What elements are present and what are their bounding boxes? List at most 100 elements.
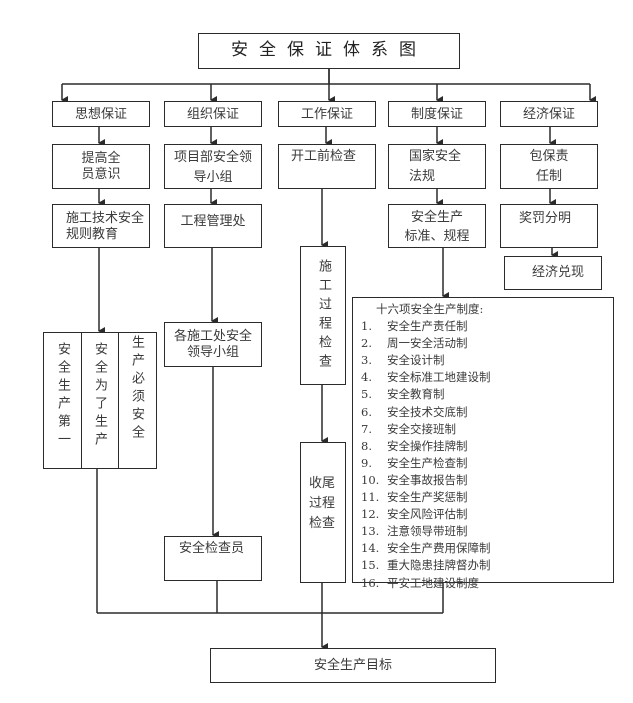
regulation-item: 15. 重大隐患挂牌督办制 xyxy=(361,557,491,574)
slogan-divider xyxy=(118,333,119,468)
regulation-number: 8. xyxy=(361,438,372,453)
regulation-number: 7. xyxy=(361,421,372,436)
box-unit-safety-group: 各施工处安全 领导小组 xyxy=(164,322,262,367)
regulation-number: 2. xyxy=(361,336,372,351)
header-organization-label: 组织保证 xyxy=(186,107,239,122)
box-national-regulations: 国家安全 法规 xyxy=(388,144,486,189)
box-safety-education: 施工技术安全 规则教育 xyxy=(52,204,150,248)
regulation-number: 14. xyxy=(361,541,380,556)
regulation-text: 周一安全活动制 xyxy=(387,336,468,351)
box-engineering-office: 工程管理处 xyxy=(164,204,262,248)
rewards-penalties-label: 奖罚分明 xyxy=(519,211,572,226)
regulation-item: 10. 安全事故报告制 xyxy=(361,472,491,489)
final-check-line2: 过程 xyxy=(309,496,336,511)
pre-start-check-label: 开工前检查 xyxy=(291,149,357,164)
header-system-label: 制度保证 xyxy=(410,107,463,122)
box-economic-fulfillment: 经济兑现 xyxy=(504,256,602,290)
regulation-item: 12.安全风险评估制 xyxy=(361,506,491,523)
national-regulations-line1: 国家安全 xyxy=(409,149,462,164)
regulation-text: 安全生产检查制 xyxy=(387,455,468,470)
raise-awareness-line1: 提高全 xyxy=(81,151,121,166)
regulation-number: 15. xyxy=(361,558,380,573)
slogan-divider xyxy=(81,333,82,468)
box-rewards-penalties: 奖罚分明 xyxy=(500,204,598,248)
regulation-text: 安全事故报告制 xyxy=(387,472,468,487)
engineering-office-label: 工程管理处 xyxy=(180,214,246,229)
safety-education-line2: 规则教育 xyxy=(66,227,119,242)
slogan-production-must-be-safe: 生产必须安全 xyxy=(129,335,144,443)
regulation-item: 6.安全技术交底制 xyxy=(361,404,491,421)
regulation-number: 1. xyxy=(361,319,372,334)
header-organization: 组织保证 xyxy=(164,101,262,127)
regulation-item: 4. 安全标准工地建设制 xyxy=(361,369,491,386)
regulation-text: 安全生产责任制 xyxy=(387,319,468,334)
regulations-list-title: 十六项安全生产制度: xyxy=(376,302,484,316)
box-sixteen-regulations: 十六项安全生产制度: 1. 安全生产责任制 2. 周一安全活动制 3. 安全设计制 4. 安全… xyxy=(352,297,614,590)
title-box: 安全保证体系图 xyxy=(198,33,460,69)
economic-fulfillment-label: 经济兑现 xyxy=(531,265,584,280)
national-regulations-line2: 法规 xyxy=(409,169,436,184)
header-thought-label: 思想保证 xyxy=(74,107,127,122)
regulation-text: 安全生产奖惩制 xyxy=(387,490,468,505)
regulation-item: 13.注意领导带班制 xyxy=(361,523,491,540)
project-safety-group-line1: 项目部安全领 xyxy=(173,150,252,165)
regulation-text: 重大隐患挂牌督办制 xyxy=(387,558,491,573)
box-construction-check: 施工过程检查 xyxy=(300,246,346,385)
box-pre-start-check: 开工前检查 xyxy=(278,144,376,189)
regulation-text: 安全生产费用保障制 xyxy=(387,541,491,556)
regulation-number: 6. xyxy=(361,404,372,419)
regulation-text: 安全交接班制 xyxy=(387,421,456,436)
regulation-number: 4. xyxy=(361,370,372,385)
safety-standards-line2: 标准、规程 xyxy=(404,229,470,244)
box-safety-goal: 安全生产目标 xyxy=(210,648,496,683)
regulation-item: 14. 安全生产费用保障制 xyxy=(361,540,491,557)
regulation-number: 3. xyxy=(361,353,372,368)
regulation-text: 安全教育制 xyxy=(387,387,445,402)
unit-safety-group-line2: 领导小组 xyxy=(186,345,239,360)
safety-standards-line1: 安全生产 xyxy=(410,210,463,225)
safety-goal-label: 安全生产目标 xyxy=(313,658,392,673)
slogan-safety-for-production: 安全为了生产 xyxy=(92,342,107,450)
box-slogans: 安全生产第一 安全为了生产 生产必须安全 xyxy=(43,332,157,469)
regulation-number: 16. xyxy=(361,575,380,590)
header-system: 制度保证 xyxy=(388,101,486,127)
box-responsibility-system: 包保责 任制 xyxy=(500,144,598,189)
regulation-text: 安全标准工地建设制 xyxy=(387,370,491,385)
regulation-item: 7. 安全交接班制 xyxy=(361,421,491,438)
final-check-line3: 检查 xyxy=(309,516,336,531)
regulation-text: 安全操作挂牌制 xyxy=(387,438,468,453)
regulation-text: 安全设计制 xyxy=(387,353,445,368)
regulation-number: 9. xyxy=(361,455,372,470)
regulation-item: 5. 安全教育制 xyxy=(361,386,491,403)
regulations-list: 十六项安全生产制度: 1. 安全生产责任制 2. 周一安全活动制 3. 安全设计制 4. 安全… xyxy=(361,301,491,592)
final-check-line1: 收尾 xyxy=(309,476,336,491)
regulation-text: 注意领导带班制 xyxy=(387,524,468,539)
regulation-item: 11.安全生产奖惩制 xyxy=(361,489,491,506)
diagram-title: 安全保证体系图 xyxy=(231,40,427,60)
safety-inspector-label: 安全检查员 xyxy=(179,541,245,556)
box-safety-standards: 安全生产 标准、规程 xyxy=(388,204,486,248)
header-thought: 思想保证 xyxy=(52,101,150,127)
regulation-item: 3. 安全设计制 xyxy=(361,352,491,369)
regulation-number: 12. xyxy=(361,507,380,522)
regulation-text: 平安工地建设制度 xyxy=(387,575,479,590)
regulation-item: 2. 周一安全活动制 xyxy=(361,335,491,352)
responsibility-system-line1: 包保责 xyxy=(529,149,569,164)
construction-check-label: 施工过程检查 xyxy=(316,259,331,373)
header-economy: 经济保证 xyxy=(500,101,598,127)
slogan-safety-first: 安全生产第一 xyxy=(55,342,70,450)
regulation-item: 16. 平安工地建设制度 xyxy=(361,575,491,592)
project-safety-group-line2: 导小组 xyxy=(193,170,233,185)
box-raise-awareness: 提高全 员意识 xyxy=(52,144,150,189)
regulation-number: 5. xyxy=(361,387,372,402)
regulation-item: 1. 安全生产责任制 xyxy=(361,318,491,335)
raise-awareness-line2: 员意识 xyxy=(81,167,121,182)
unit-safety-group-line1: 各施工处安全 xyxy=(173,329,252,344)
box-project-safety-group: 项目部安全领 导小组 xyxy=(164,144,262,189)
regulation-number: 10. xyxy=(361,472,380,487)
header-work-label: 工作保证 xyxy=(300,107,353,122)
safety-education-line1: 施工技术安全 xyxy=(66,211,145,226)
header-economy-label: 经济保证 xyxy=(522,107,575,122)
responsibility-system-line2: 任制 xyxy=(535,169,562,184)
